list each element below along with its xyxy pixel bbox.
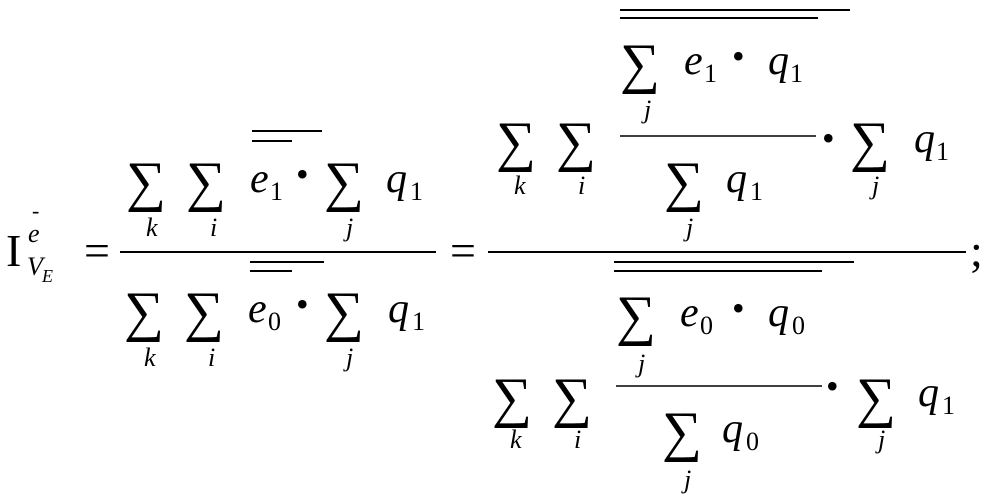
sum-j-outer-den: ∑	[856, 367, 896, 429]
limit-j-inner-num: j	[641, 95, 651, 124]
fraction-2: ∑ k ∑ i ∑ j e 1 • q 1 ∑ j q 1 • ∑ j q 1 …	[488, 9, 966, 494]
sum-j-inner-den: ∑	[616, 285, 656, 347]
sub-0-q-inner-den: 0	[792, 311, 805, 340]
var-q-inner-num: q	[768, 38, 789, 84]
limit-k-den2: k	[510, 425, 522, 454]
sub-1-q-num: 1	[410, 177, 423, 206]
sup-bar: -	[32, 198, 39, 223]
var-q-inner-den-den: q	[722, 406, 743, 452]
sub-0-e-inner-den: 0	[700, 311, 713, 340]
sum-j-outer-num: ∑	[850, 111, 890, 173]
limit-i-num: i	[210, 213, 217, 242]
sum-j-inner-den-den: ∑	[662, 401, 702, 463]
equals-sign-1: =	[84, 225, 110, 276]
limit-j-inner-den-num: j	[683, 213, 693, 242]
var-q-inner-den-num: q	[726, 156, 747, 202]
var-q-den: q	[388, 286, 409, 332]
limit-j-outer-num: j	[869, 171, 879, 200]
var-q-outer-den: q	[918, 370, 939, 416]
sum-i-num: ∑	[186, 151, 226, 213]
var-e-inner-den: e	[680, 290, 699, 336]
sup-letter: e	[28, 219, 40, 248]
limit-j-outer-den: j	[875, 425, 885, 454]
var-e-inner-num: e	[684, 38, 703, 84]
limit-k-num2: k	[514, 171, 526, 200]
sum-j-num: ∑	[324, 151, 364, 213]
sum-j-inner-num: ∑	[620, 33, 660, 95]
sum-i-num2: ∑	[556, 111, 596, 173]
limit-i-den2: i	[574, 425, 581, 454]
sub-1-q-outer-den: 1	[942, 391, 955, 420]
var-e-num: e	[250, 156, 269, 202]
sub-1-q-outer-num: 1	[936, 137, 949, 166]
limit-j-num: j	[343, 213, 353, 242]
semicolon: ;	[970, 225, 983, 276]
sum-k-den2: ∑	[492, 367, 532, 429]
sum-i-den: ∑	[184, 281, 224, 343]
sub-1-e-num: 1	[270, 177, 283, 206]
sum-j-inner-den-num: ∑	[664, 151, 704, 213]
sum-i-den2: ∑	[552, 367, 592, 429]
sub-1-e-inner-num: 1	[704, 59, 717, 88]
dot-den: •	[296, 284, 309, 324]
sub-1-q-den: 1	[412, 307, 425, 336]
lhs-index: I - e V E	[6, 198, 53, 286]
var-e-den: e	[248, 286, 267, 332]
dot-outer-den: •	[826, 366, 839, 406]
limit-i-num2: i	[578, 171, 585, 200]
sub-0-q-inner-den-den: 0	[746, 427, 759, 456]
sub-1-q-inner-num: 1	[790, 59, 803, 88]
sub-letter: V	[27, 252, 46, 281]
sub-sub-letter: E	[41, 266, 53, 286]
limit-j-den: j	[343, 343, 353, 372]
equals-sign-2: =	[450, 225, 476, 276]
limit-k-num: k	[146, 213, 158, 242]
fraction-1: ∑ k ∑ i e 1 • ∑ j q 1 ∑ k ∑ i e 0 • ∑ j …	[120, 130, 436, 372]
dot-outer-num: •	[822, 118, 835, 158]
sum-j-den: ∑	[324, 281, 364, 343]
index-letter: I	[6, 225, 21, 276]
var-q-num: q	[386, 156, 407, 202]
limit-j-inner-den-den: j	[681, 465, 691, 494]
dot-inner-num: •	[732, 36, 745, 76]
sub-0-e-den: 0	[268, 307, 281, 336]
limit-i-den: i	[208, 343, 215, 372]
dot-inner-den: •	[732, 288, 745, 328]
sum-k-num: ∑	[126, 151, 166, 213]
sum-k-den: ∑	[124, 281, 164, 343]
var-q-inner-den: q	[768, 290, 789, 336]
limit-k-den: k	[144, 343, 156, 372]
dot-num: •	[296, 154, 309, 194]
limit-j-inner-den: j	[635, 349, 645, 378]
var-q-outer-num: q	[914, 116, 935, 162]
sum-k-num2: ∑	[496, 111, 536, 173]
sub-1-q-inner-den-num: 1	[750, 177, 763, 206]
